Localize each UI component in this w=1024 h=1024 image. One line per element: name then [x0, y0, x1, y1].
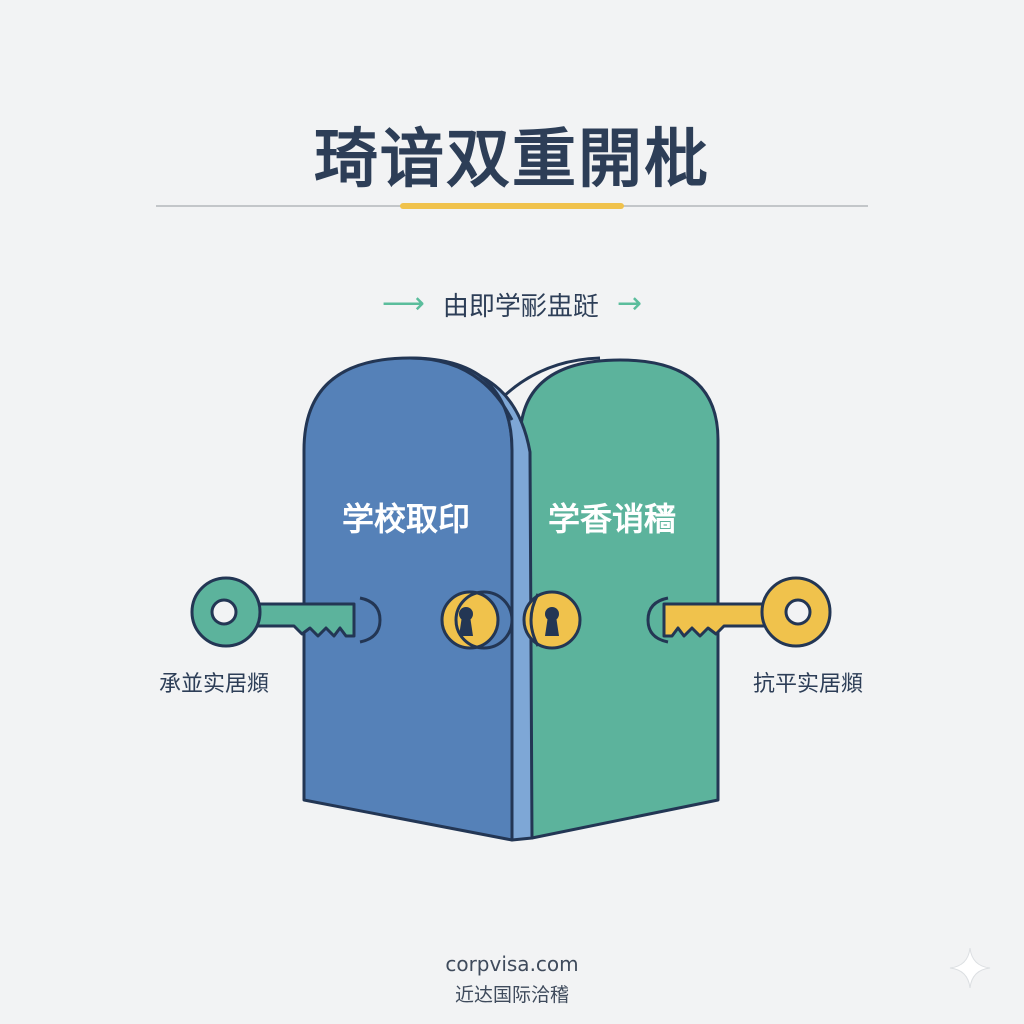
- right-lock: [522, 590, 582, 650]
- left-lock: [440, 590, 514, 650]
- subtitle-row: ⟶ 由即学彨盅跹 →: [0, 284, 1024, 324]
- arrow-right-icon: ⟶: [381, 286, 425, 321]
- left-key-label: 承並实居頫: [158, 672, 269, 697]
- left-door-label: 学校取印: [341, 500, 470, 538]
- page-title: 琦谙双重開枇: [314, 123, 710, 197]
- footer-url: corpvisa.com: [445, 952, 579, 976]
- sparkle-icon: [949, 947, 991, 989]
- right-keyhole-slot: [646, 596, 669, 644]
- right-key-label: 抗平实居頫: [752, 672, 863, 697]
- arrow-right-icon: →: [616, 286, 643, 321]
- title-divider-accent: [400, 203, 624, 209]
- left-door-edge: [478, 374, 534, 842]
- right-door-label: 学香诮穑: [547, 500, 676, 538]
- left-keyhole-slot: [359, 596, 382, 644]
- right-key-icon: [662, 576, 832, 648]
- right-door-top-edge: [498, 356, 601, 402]
- right-door: [518, 358, 720, 840]
- left-door-top-shade: [409, 356, 514, 421]
- footer-company-name: 近达国际洽稽: [454, 984, 569, 1006]
- left-key-icon: [190, 576, 356, 648]
- subtitle: 由即学彨盅跹: [442, 291, 599, 322]
